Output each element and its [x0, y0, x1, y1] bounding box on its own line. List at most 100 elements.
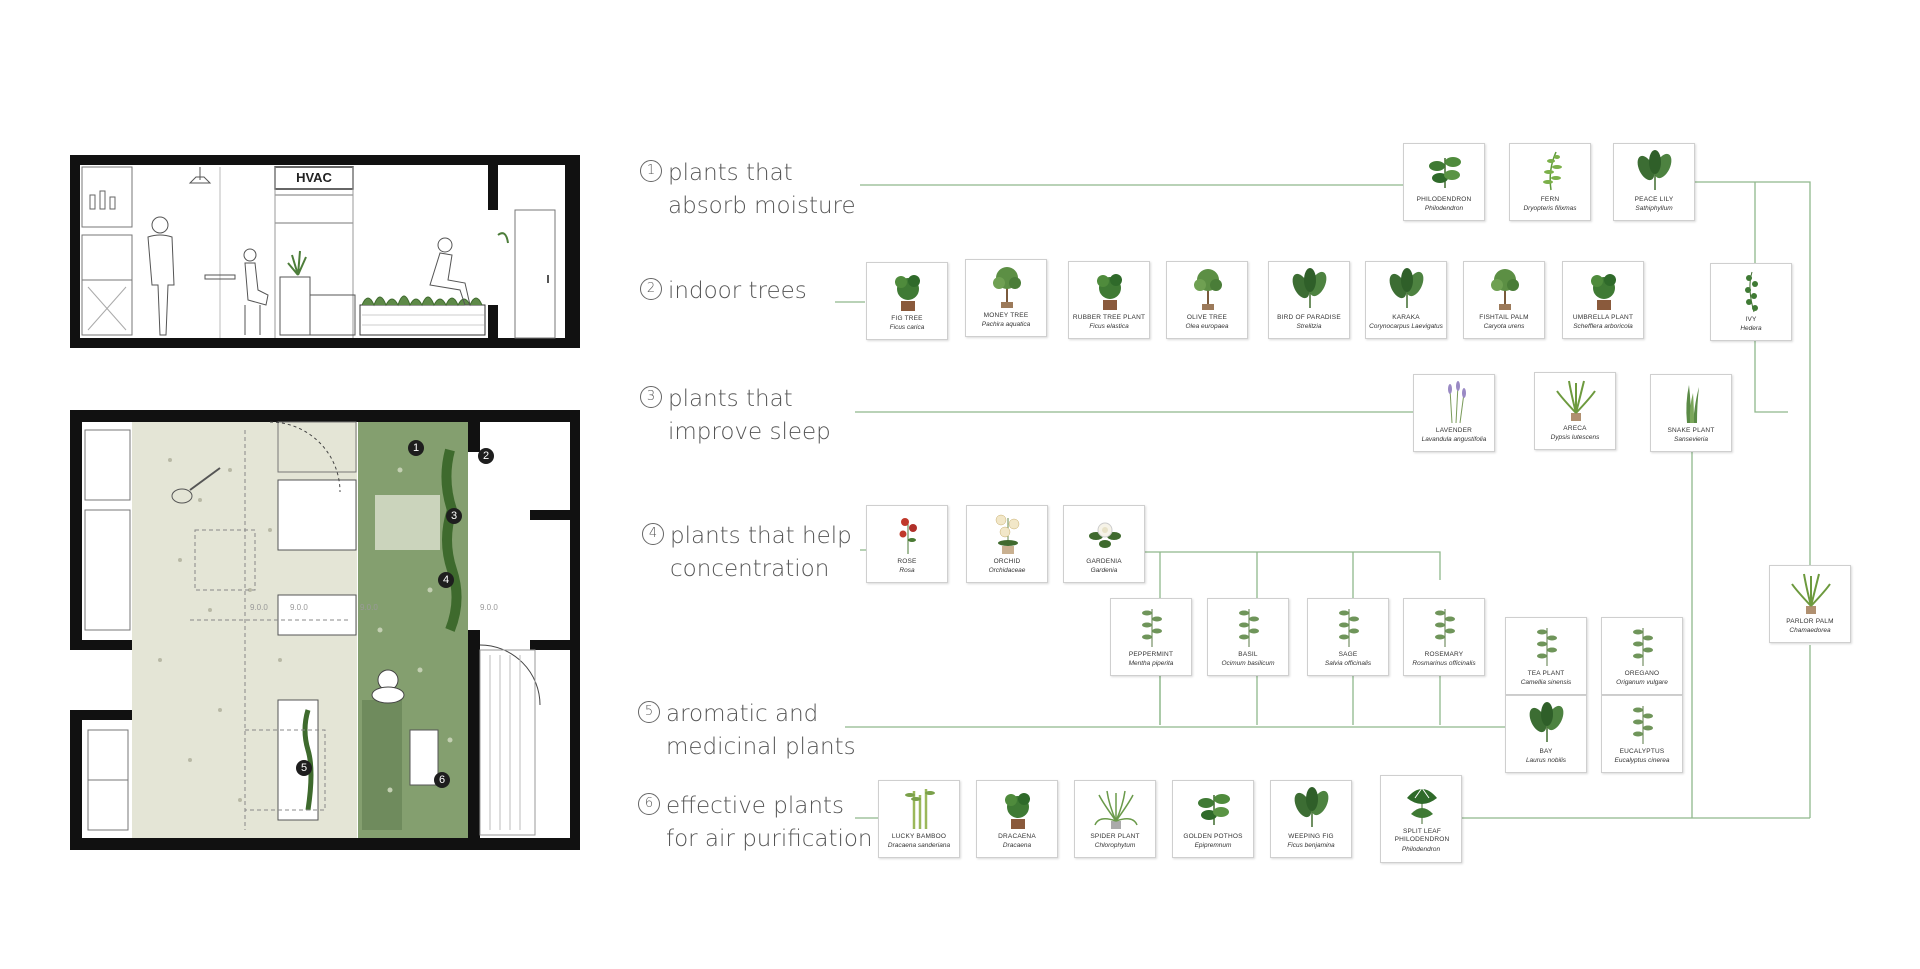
tree-plant-icon — [993, 267, 1021, 308]
plant-latin-name: Ficus carica — [889, 324, 925, 331]
category-text: plants that help concentration — [670, 523, 852, 582]
plant-name: PEPPERMINT — [1128, 651, 1174, 658]
plant-name: ORCHID — [993, 558, 1021, 565]
plant-name: PHILODENDRON — [1416, 196, 1472, 203]
plant-name: WEEPING FIG — [1288, 833, 1334, 840]
plan-badge-5: 5 — [296, 760, 312, 776]
plant-name: TEA PLANT — [1527, 670, 1565, 677]
plant-latin-name: Ficus elastica — [1089, 323, 1129, 330]
bamboo-plant-icon — [905, 789, 935, 829]
broad-plant-icon — [1389, 268, 1424, 308]
plant-card: WEEPING FIG Ficus benjamina — [1270, 780, 1352, 858]
plant-name: SAGE — [1338, 651, 1358, 658]
leafy-plant-icon — [1198, 794, 1230, 825]
plant-name: IVY — [1745, 316, 1757, 323]
plan-badge-6: 6 — [434, 772, 450, 788]
category-number: 4 — [642, 523, 664, 545]
category-text: aromatic and medicinal plants — [666, 701, 856, 760]
plant-name: FIG TREE — [891, 315, 923, 322]
snake-plant-icon — [1686, 385, 1699, 423]
palm-plant-icon — [1791, 573, 1831, 614]
plant-name: LAVENDER — [1435, 427, 1473, 434]
plant-latin-name: Lavandula angustifolia — [1421, 436, 1487, 443]
plant-card: LAVENDER Lavandula angustifolia — [1413, 374, 1495, 452]
plant-latin-name: Dracaena — [1002, 842, 1032, 849]
pot-plant-icon — [1097, 274, 1122, 310]
plant-name: BAY — [1539, 748, 1553, 755]
plant-card: ROSEMARY Rosmarinus officinalis — [1403, 598, 1485, 676]
flower-plant-icon — [899, 518, 917, 554]
plan-badge-2: 2 — [478, 448, 494, 464]
plant-name: GOLDEN POTHOS — [1183, 833, 1243, 840]
plant-latin-name: Caryota urens — [1483, 323, 1525, 330]
gardenia-plant-icon — [1089, 522, 1121, 548]
herb-plant-icon — [1633, 628, 1653, 666]
plant-card: UMBRELLA PLANT Schefflera arboricola — [1562, 261, 1644, 339]
plant-latin-name: Mentha piperita — [1128, 660, 1174, 667]
tree-plant-icon — [1491, 269, 1519, 310]
room-label: 9.0.0 — [360, 603, 378, 612]
plant-name: LUCKY BAMBOO — [891, 833, 947, 840]
plant-card: PHILODENDRON Philodendron — [1403, 143, 1485, 221]
plant-latin-name: Ocimum basilicum — [1221, 660, 1275, 667]
plant-card: IVY Hedera — [1710, 263, 1792, 341]
room-label: 9.0.0 — [290, 603, 308, 612]
plant-latin-name: Salvia officinalis — [1324, 660, 1372, 667]
category-number: 6 — [638, 793, 660, 815]
broad-plant-icon — [1637, 150, 1672, 190]
plant-latin-name: Philodendron — [1424, 205, 1464, 212]
herb-plant-icon — [1435, 609, 1455, 647]
category-4-label: 4 plants that help concentration — [642, 520, 852, 586]
plant-latin-name: Rosmarinus officinalis — [1412, 660, 1476, 667]
plant-name: PEACE LILY — [1634, 196, 1674, 203]
herb-plant-icon — [1142, 609, 1162, 647]
plant-latin-name: Orchidaceae — [988, 567, 1026, 574]
plant-name: ROSEMARY — [1424, 651, 1464, 658]
palm-plant-icon — [1556, 380, 1596, 421]
monstera-plant-icon — [1407, 787, 1437, 824]
plant-card: PEPPERMINT Mentha piperita — [1110, 598, 1192, 676]
herb-plant-icon — [1537, 628, 1557, 666]
plant-latin-name: Dypsis lutescens — [1550, 434, 1600, 441]
category-text: effective plants for air purification — [666, 793, 873, 852]
broad-plant-icon — [1294, 787, 1329, 827]
category-5-label: 5 aromatic and medicinal plants — [638, 698, 856, 764]
tree-plant-icon — [1194, 269, 1222, 310]
lavender-plant-icon — [1448, 381, 1466, 424]
plant-card: PEACE LILY Sathiphyllum — [1613, 143, 1695, 221]
floor-plan — [70, 410, 580, 850]
plant-name: FERN — [1540, 196, 1560, 203]
plant-latin-name: Schefflera arboricola — [1573, 323, 1633, 330]
ivy-plant-icon — [1745, 271, 1758, 313]
plant-name: BIRD OF PARADISE — [1277, 314, 1341, 321]
plant-name: UMBRELLA PLANT — [1572, 314, 1634, 321]
plant-name: EUCALYPTUS — [1619, 748, 1665, 755]
plant-name: SPIDER PLANT — [1090, 833, 1140, 840]
category-1-label: 1 plants that absorb moisture — [640, 157, 856, 223]
spider-plant-icon — [1094, 790, 1138, 829]
orchid-plant-icon — [995, 514, 1020, 554]
broad-plant-icon — [1292, 268, 1327, 308]
plant-latin-name: Ficus benjamina — [1287, 842, 1335, 849]
plant-latin-name: Corynocarpus Laevigatus — [1369, 323, 1443, 330]
category-number: 3 — [640, 386, 662, 408]
pot-plant-icon — [895, 275, 920, 311]
plan-badge-4: 4 — [438, 572, 454, 588]
plant-latin-name: Sathiphyllum — [1635, 205, 1673, 212]
plant-latin-name: Hedera — [1740, 325, 1762, 332]
plant-name: OLIVE TREE — [1186, 314, 1228, 321]
plant-latin-name: Chamaedorea — [1789, 627, 1831, 634]
